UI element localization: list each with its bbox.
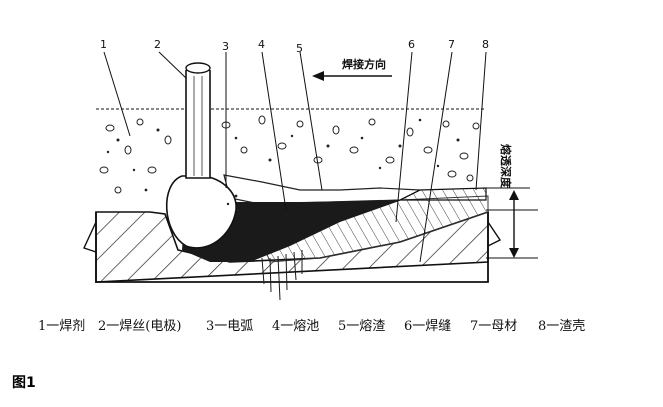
callout-8: 8 bbox=[482, 38, 489, 51]
callout-numbers: 1 2 3 4 5 6 7 8 bbox=[100, 38, 489, 55]
legend-item-flux: 1一焊剂 bbox=[38, 318, 85, 334]
callout-7: 7 bbox=[448, 38, 455, 51]
callout-1: 1 bbox=[100, 38, 107, 51]
legend-item-arc: 3一电弧 bbox=[206, 319, 253, 334]
flux-layer bbox=[96, 108, 486, 194]
left-arrow-icon bbox=[312, 71, 392, 81]
callout-leaders bbox=[103, 51, 487, 263]
welding-direction: 焊接方向 bbox=[312, 57, 392, 81]
molten-pool bbox=[182, 196, 402, 262]
legend-item-electrode: 2一焊丝(电极) bbox=[98, 318, 181, 334]
callout-3: 3 bbox=[222, 40, 229, 53]
legend-item-slag: 5一熔渣 bbox=[338, 319, 385, 334]
callout-2: 2 bbox=[154, 38, 161, 51]
callout-5: 5 bbox=[296, 42, 303, 55]
legend-item-molten-pool: 4一熔池 bbox=[272, 319, 319, 334]
legend-item-slag-crust: 8一渣壳 bbox=[538, 319, 585, 334]
penetration-depth-label: 熔透深度 bbox=[499, 144, 513, 189]
arc-cavity bbox=[165, 175, 237, 249]
callout-4: 4 bbox=[258, 38, 265, 51]
callout-6: 6 bbox=[408, 38, 415, 51]
legend-item-base-metal: 7一母材 bbox=[470, 319, 517, 334]
slag-crust bbox=[399, 187, 487, 201]
welding-direction-label: 焊接方向 bbox=[342, 57, 386, 71]
electrode-wire bbox=[185, 62, 211, 179]
figure-label: 图1 bbox=[12, 375, 36, 391]
double-arrow-icon bbox=[509, 190, 519, 258]
legend: 1一焊剂 2一焊丝(电极) 3一电弧 4一熔池 5一熔渣 6一焊缝 7一母材 8… bbox=[38, 318, 585, 334]
arc-sparks bbox=[226, 194, 240, 212]
legend-item-weld-seam: 6一焊缝 bbox=[404, 318, 451, 334]
penetration-depth: 熔透深度 bbox=[486, 144, 538, 259]
molten-pool-streaks bbox=[261, 250, 303, 301]
